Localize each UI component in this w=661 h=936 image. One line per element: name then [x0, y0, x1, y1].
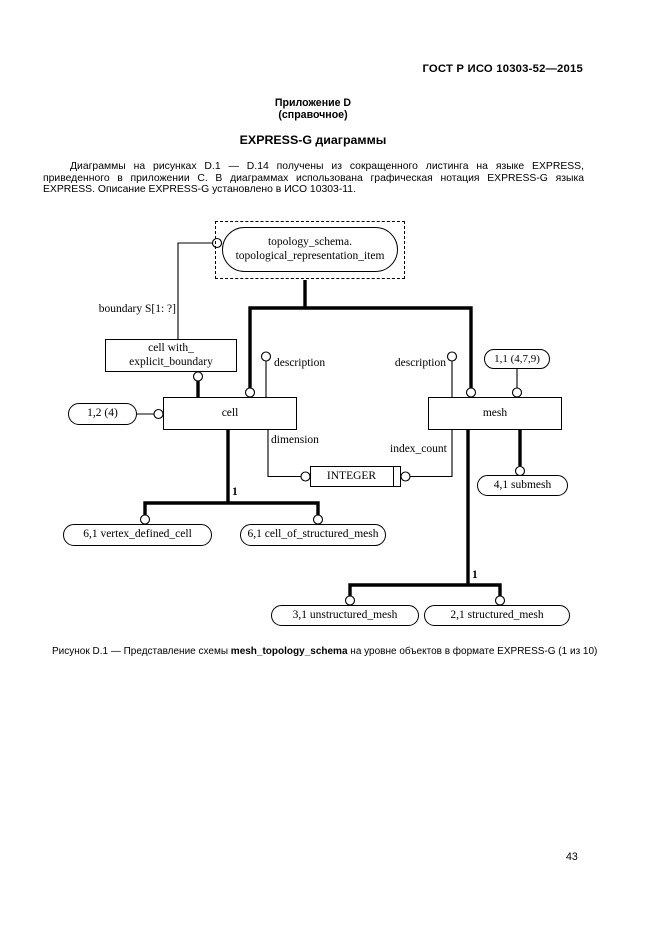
label-description-left: description [274, 357, 326, 369]
node-mesh: mesh [428, 397, 562, 430]
page-ref-vertex-defined-cell: 6,1 vertex_defined_cell [63, 524, 212, 546]
interschema-ref-frame [215, 221, 405, 279]
node-integer: INTEGER [310, 466, 401, 487]
node-cell: cell [163, 397, 297, 430]
intro-paragraph: Диаграммы на рисунках D.1 — D.14 получен… [43, 161, 584, 196]
cell-with-boundary-line1: cell with_ [148, 341, 194, 354]
label-index-count: index_count [390, 443, 447, 455]
caption-schema-name: mesh_topology_schema [230, 646, 348, 657]
ref-line-1-1-4-7-9 [511, 369, 523, 398]
attribute-line-description-right [446, 351, 458, 397]
node-topological-representation-item: topology_schema. topological_representat… [222, 227, 398, 272]
page-ref-1-2-4: 1,2 (4) [68, 403, 137, 425]
page-number: 43 [566, 851, 578, 863]
caption-suffix: на уровне объектов в формате EXPRESS-G (… [347, 646, 598, 657]
appendix-title-note: (справочное) [278, 109, 348, 121]
page-ref-unstructured-mesh: 3,1 unstructured_mesh [271, 605, 419, 626]
subtype-circle-mesh [465, 387, 477, 398]
attribute-line-index-count [400, 430, 453, 482]
label-boundary: boundary S[1: ?] [98, 303, 176, 315]
label-description-right: description [394, 357, 446, 369]
subtype-fork-mesh [344, 430, 506, 606]
supertype-tree-top [244, 280, 477, 398]
interschema-ref-line2: topological_representation_item [235, 249, 385, 262]
integer-type-bar [393, 467, 394, 486]
section-title: EXPRESS-G диаграммы [239, 133, 387, 147]
interschema-ref-line1: topology_schema. [267, 235, 352, 248]
subtype-link-cell-with-boundary [192, 371, 204, 397]
subtype-circle-cell [244, 387, 256, 398]
label-dimension: dimension [271, 434, 319, 446]
page-ref-cell-of-structured-mesh: 6,1 cell_of_structured_mesh [240, 524, 386, 546]
node-cell-with-explicit-boundary: cell with_ explicit_boundary [105, 339, 237, 372]
label-one-right: 1 [472, 569, 478, 581]
page-ref-structured-mesh: 2,1 structured_mesh [424, 605, 570, 626]
integer-label: INTEGER [326, 469, 377, 482]
label-one-left: 1 [232, 486, 238, 498]
page-header: ГОСТ Р ИСО 10303-52—2015 [422, 63, 583, 75]
appendix-title: Приложение D [274, 97, 352, 109]
caption-prefix: Рисунок D.1 — Представление схемы [52, 646, 231, 657]
attribute-line-description-left [260, 351, 272, 397]
cell-with-boundary-line2: explicit_boundary [129, 355, 213, 368]
page-ref-submesh: 4,1 submesh [477, 475, 568, 496]
page-ref-1-1-4-7-9: 1,1 (4,7,9) [484, 349, 550, 369]
figure-caption: Рисунок D.1 — Представление схемы mesh_t… [52, 646, 597, 657]
subtype-link-submesh [514, 430, 526, 477]
ref-line-1-2-4 [137, 408, 164, 420]
